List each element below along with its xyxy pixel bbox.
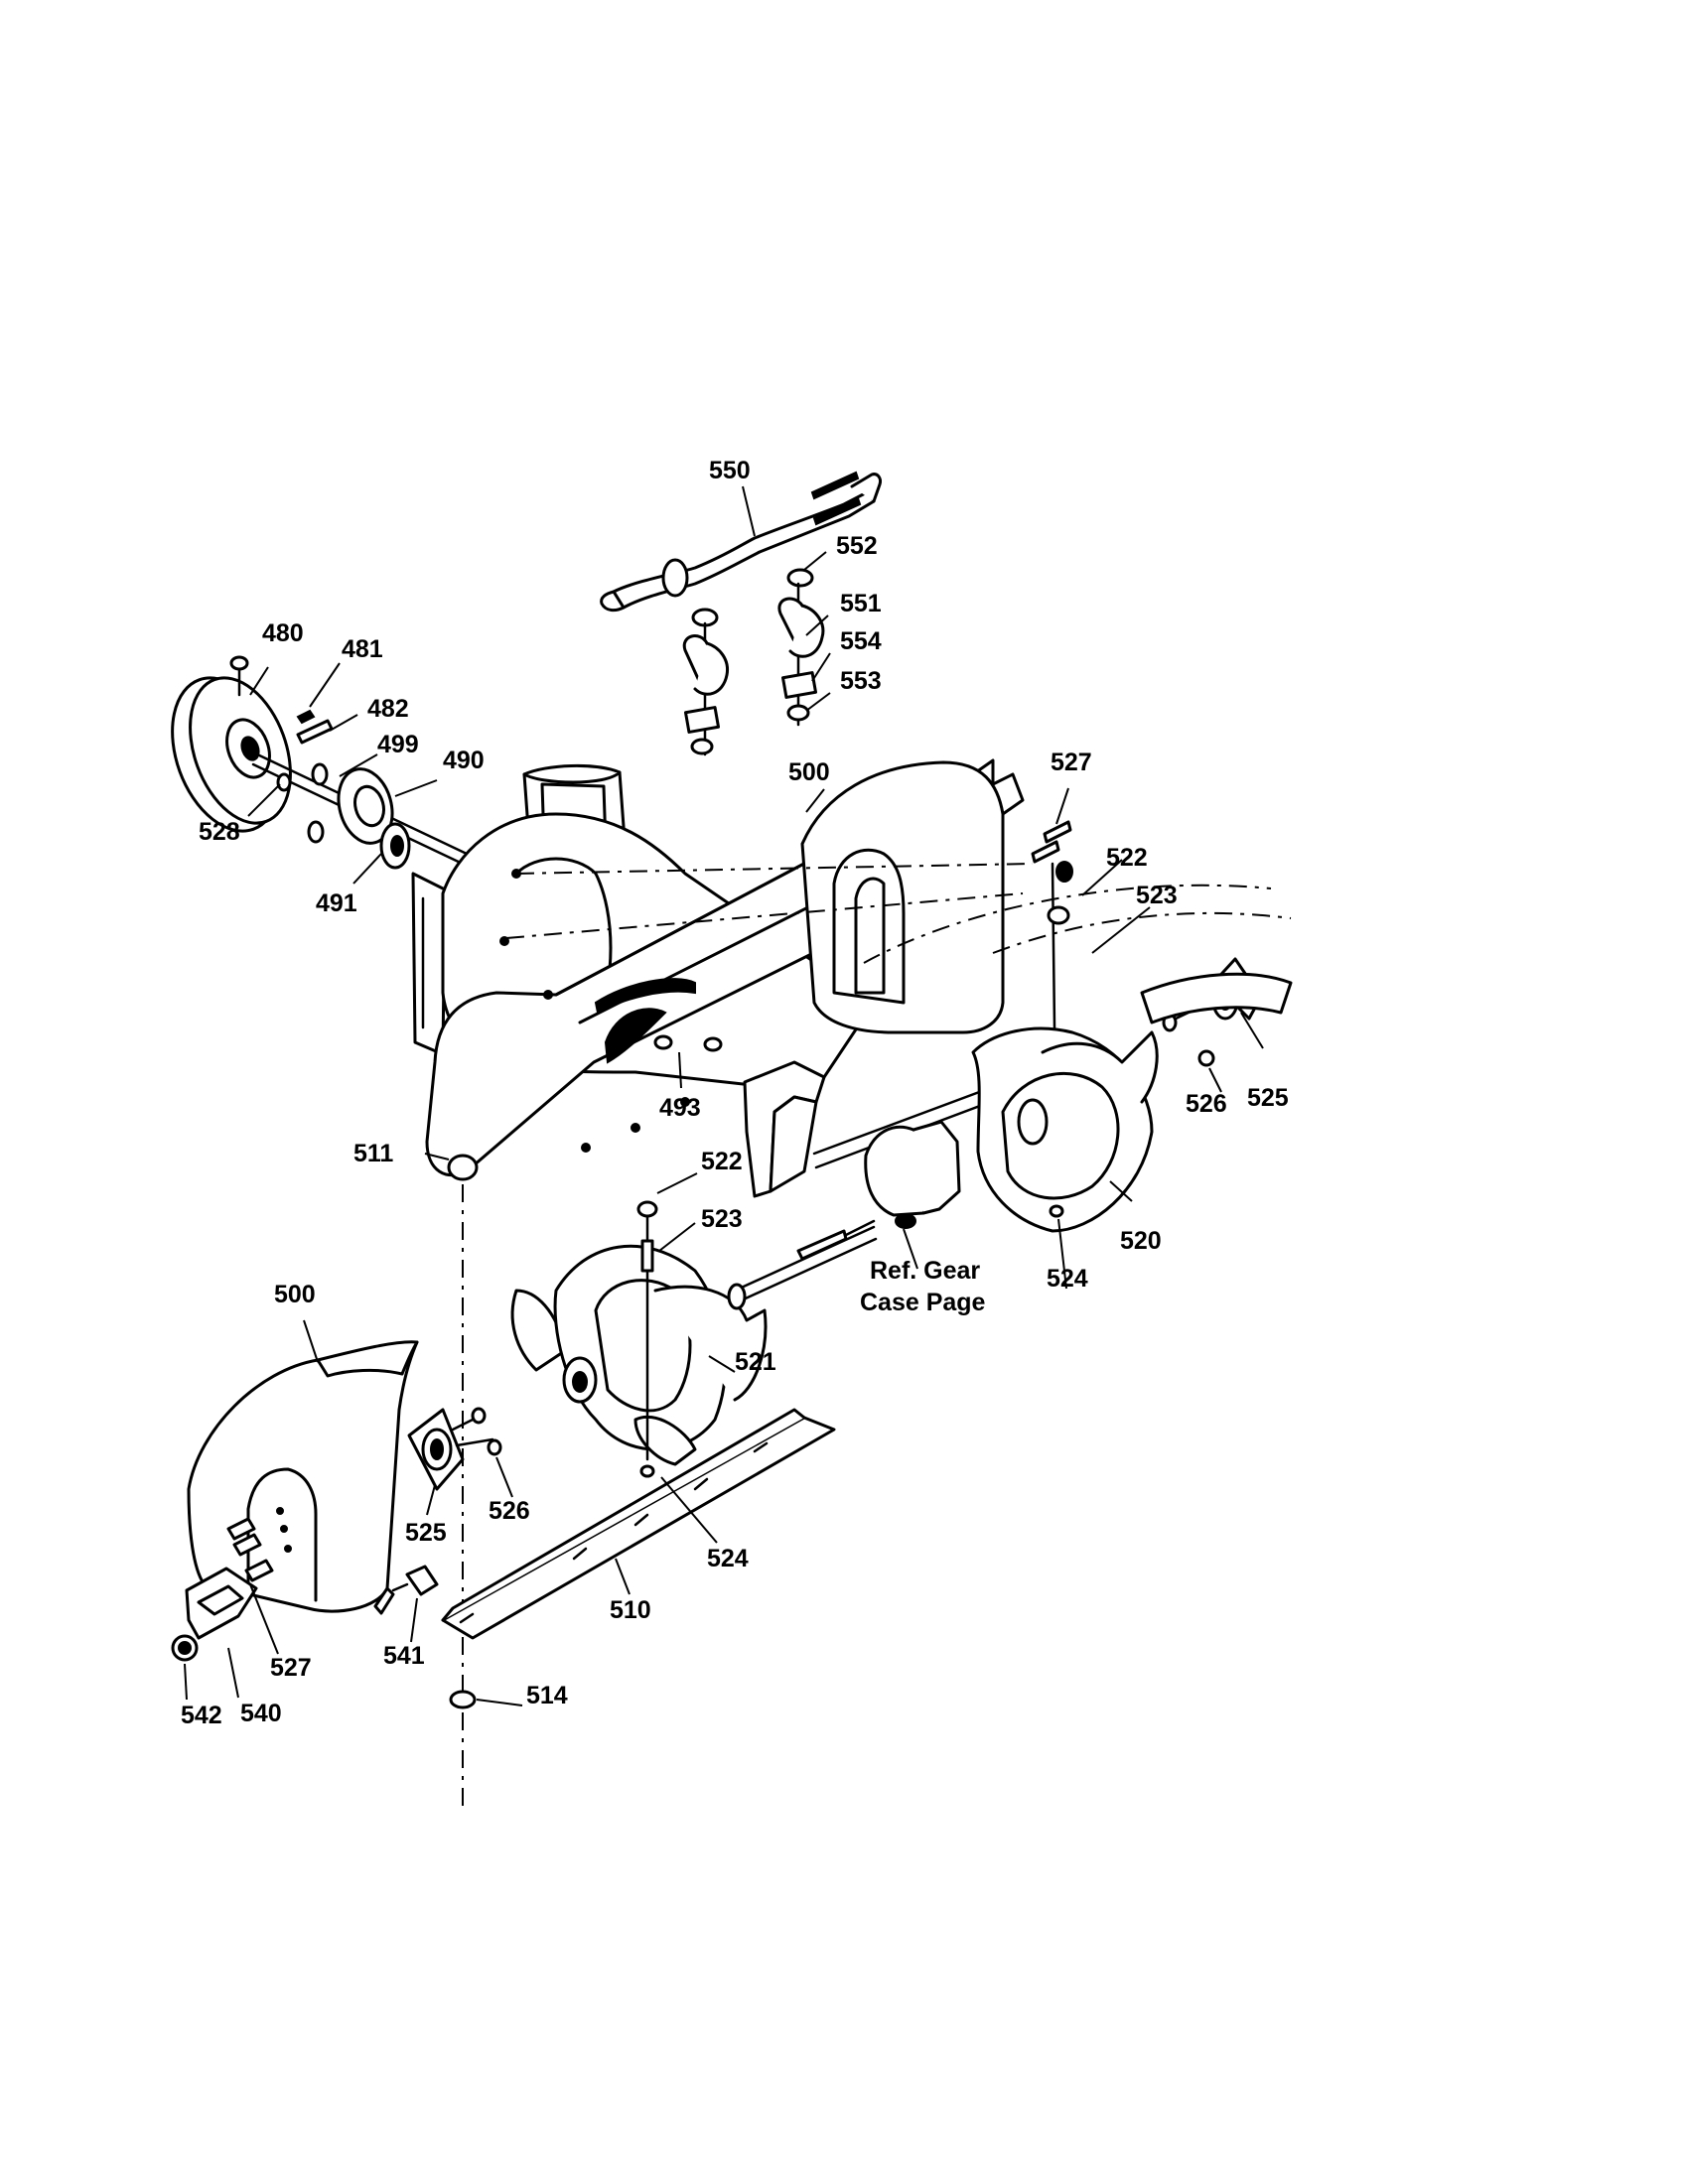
skid-shoe-drawing [171, 1565, 439, 1662]
top-right-hardware [1031, 820, 1073, 925]
callout-499: 499 [377, 731, 419, 758]
callout-514: 514 [526, 1682, 568, 1709]
callout-553: 553 [840, 667, 882, 695]
carriage-bolt-drawing [447, 1154, 479, 1181]
callout-490: 490 [443, 747, 485, 774]
callout-510: 510 [610, 1596, 651, 1624]
callout-522-top: 522 [1106, 844, 1148, 872]
callout-493: 493 [659, 1094, 701, 1122]
callout-527-top: 527 [1051, 749, 1092, 776]
callout-520: 520 [1120, 1227, 1162, 1255]
leader-lines [184, 485, 1264, 1706]
callout-labels: 550 552 551 554 553 480 481 482 499 490 … [181, 457, 1289, 1729]
callout-541: 541 [383, 1642, 425, 1670]
right-auger-drawing [971, 972, 1293, 1233]
callout-524-left: 524 [707, 1545, 749, 1572]
crank-bracket-assembly-left [682, 608, 730, 756]
callout-551: 551 [840, 590, 882, 617]
callout-482: 482 [367, 695, 409, 723]
callout-523-top: 523 [1136, 882, 1178, 909]
callout-526-left: 526 [489, 1497, 530, 1525]
callout-540: 540 [240, 1700, 282, 1727]
callout-525-right: 525 [1247, 1084, 1289, 1112]
callout-481: 481 [342, 635, 383, 663]
callout-500-side: 500 [274, 1281, 316, 1308]
gear-case-reference-line2: Case Page [860, 1289, 986, 1316]
auger-housing-drawing [411, 758, 1025, 1177]
gear-case-drawing [743, 1060, 1035, 1261]
callout-524-right: 524 [1047, 1265, 1088, 1293]
callout-528: 528 [199, 818, 240, 846]
gear-case-reference-line1: Ref. Gear [870, 1257, 980, 1285]
callout-542: 542 [181, 1702, 222, 1729]
chute-crank-handle-drawing [600, 471, 882, 613]
callout-526-right: 526 [1186, 1090, 1227, 1118]
left-auger-drawing [510, 1200, 878, 1478]
callout-511: 511 [353, 1140, 393, 1167]
callout-480: 480 [262, 619, 304, 647]
crank-bracket-assembly-right [777, 568, 825, 727]
callout-521: 521 [735, 1348, 776, 1376]
callout-554: 554 [840, 627, 882, 655]
callout-552: 552 [836, 532, 878, 560]
callout-522-mid: 522 [701, 1148, 743, 1175]
callout-523-mid: 523 [701, 1205, 743, 1233]
callout-491: 491 [316, 889, 357, 917]
scraper-bar-drawing [441, 1408, 836, 1709]
callout-527-left: 527 [270, 1654, 312, 1682]
side-housing-drawing [187, 1340, 419, 1615]
callout-525-left: 525 [405, 1519, 447, 1547]
callout-500-main: 500 [788, 758, 830, 786]
left-bearing-plate-drawing [407, 1407, 502, 1491]
shaft-hardware-drawing [251, 709, 469, 870]
callout-550: 550 [709, 457, 751, 484]
